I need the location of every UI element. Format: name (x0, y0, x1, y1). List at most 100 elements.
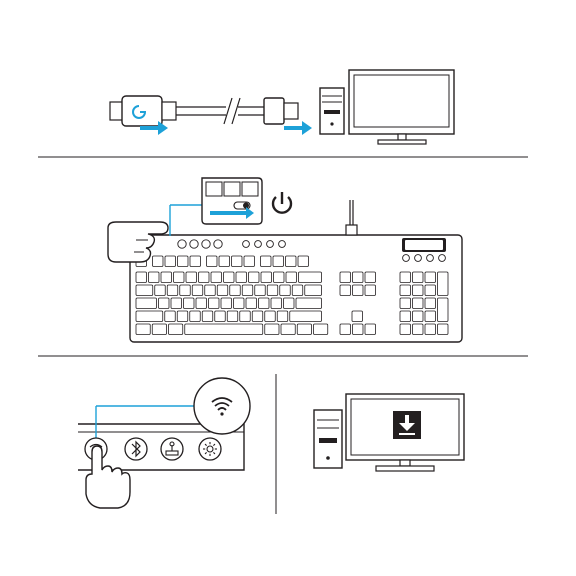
keyboard-key (265, 324, 279, 335)
keyboard-top-button (178, 240, 186, 248)
keyboard-top-button (267, 241, 274, 248)
keyboard-key (353, 285, 364, 296)
brightness-button[interactable] (199, 438, 221, 460)
power-switch-callout (170, 178, 262, 236)
keyboard-key (161, 272, 172, 283)
keyboard-key (217, 285, 228, 296)
keyboard-key (171, 298, 182, 309)
keyboard-key (186, 272, 197, 283)
keyboard-key (185, 324, 263, 335)
usb-receiver (110, 96, 176, 126)
keyboard-key (438, 298, 449, 322)
keyboard-top-button (202, 240, 210, 248)
keyboard-key (314, 324, 328, 335)
keyboard-key (298, 256, 309, 267)
keyboard-key (190, 311, 201, 322)
keyboard-icon (130, 235, 462, 342)
keyboard-key (400, 298, 411, 309)
keyboard-key (413, 311, 424, 322)
keyboard-key (353, 272, 364, 283)
keyboard-key (234, 298, 245, 309)
keyboard-key (169, 324, 183, 335)
keyboard-key (190, 256, 201, 267)
keyboard-key (227, 311, 238, 322)
keyboard-key (281, 324, 295, 335)
keyboard-key (202, 311, 213, 322)
keyboard-key (211, 272, 222, 283)
keyboard-key (240, 311, 251, 322)
keyboard-key (136, 272, 147, 283)
keyboard-key (242, 285, 253, 296)
keyboard-top-button (243, 241, 250, 248)
keyboard-key (365, 324, 376, 335)
keyboard-key (438, 324, 449, 335)
keyboard-key (296, 298, 322, 309)
step2-panel (108, 178, 462, 342)
step1-panel (110, 70, 454, 144)
keyboard-key (353, 324, 364, 335)
usb-cable (176, 98, 298, 124)
keyboard-key (425, 285, 436, 296)
keyboard-key (425, 324, 436, 335)
keyboard-key (400, 272, 411, 283)
keyboard-key (152, 324, 166, 335)
keyboard-key (153, 256, 164, 267)
keyboard-key (205, 285, 216, 296)
keyboard-key (265, 311, 276, 322)
game-mode-button[interactable] (161, 438, 183, 460)
keyboard-key (340, 285, 351, 296)
keyboard-key (271, 298, 282, 309)
keyboard-key (224, 272, 235, 283)
keyboard-key (286, 256, 297, 267)
keyboard-key (425, 298, 436, 309)
keyboard-key (340, 324, 351, 335)
keyboard-key (365, 285, 376, 296)
keyboard-key (299, 272, 322, 283)
arrow-right-icon (284, 121, 312, 135)
keyboard-key (136, 285, 153, 296)
keyboard-top-button (214, 240, 222, 248)
keyboard-key (177, 311, 188, 322)
keyboard-top-button (427, 255, 434, 262)
keyboard-key (249, 272, 260, 283)
keyboard-key (196, 298, 207, 309)
desktop-computer-icon (314, 394, 464, 471)
keyboard-key (149, 272, 160, 283)
keyboard-key (236, 272, 247, 283)
keyboard-key (230, 285, 241, 296)
keyboard-key (246, 298, 257, 309)
keyboard-key (174, 272, 185, 283)
keyboard-key (290, 311, 322, 322)
keyboard-key (305, 285, 322, 296)
keyboard-key (286, 272, 297, 283)
keyboard-key (273, 256, 284, 267)
keyboard-key (165, 311, 176, 322)
keyboard-key (159, 298, 170, 309)
keyboard-key (267, 285, 278, 296)
keyboard-top-button (190, 240, 198, 248)
bluetooth-button[interactable] (125, 438, 147, 460)
keyboard-key (209, 298, 220, 309)
keyboard-key (400, 285, 411, 296)
keyboard-key (255, 285, 266, 296)
keyboard-key (274, 272, 285, 283)
keyboard-key (207, 256, 218, 267)
keyboard-key (425, 311, 436, 322)
keyboard-key (413, 285, 424, 296)
keyboard-key (277, 311, 288, 322)
keyboard-key (425, 272, 436, 283)
keyboard-key (280, 285, 291, 296)
keyboard-key (136, 298, 157, 309)
keyboard-key (215, 311, 226, 322)
keyboard-key (252, 311, 263, 322)
keyboard-top-button (279, 241, 286, 248)
keyboard-top-button (439, 255, 446, 262)
keyboard-key (136, 324, 150, 335)
keyboard-key (400, 311, 411, 322)
step3-panel (78, 374, 464, 514)
keyboard-key (155, 285, 166, 296)
keyboard-key (165, 256, 176, 267)
keyboard-key (221, 298, 232, 309)
keyboard-key (199, 272, 210, 283)
